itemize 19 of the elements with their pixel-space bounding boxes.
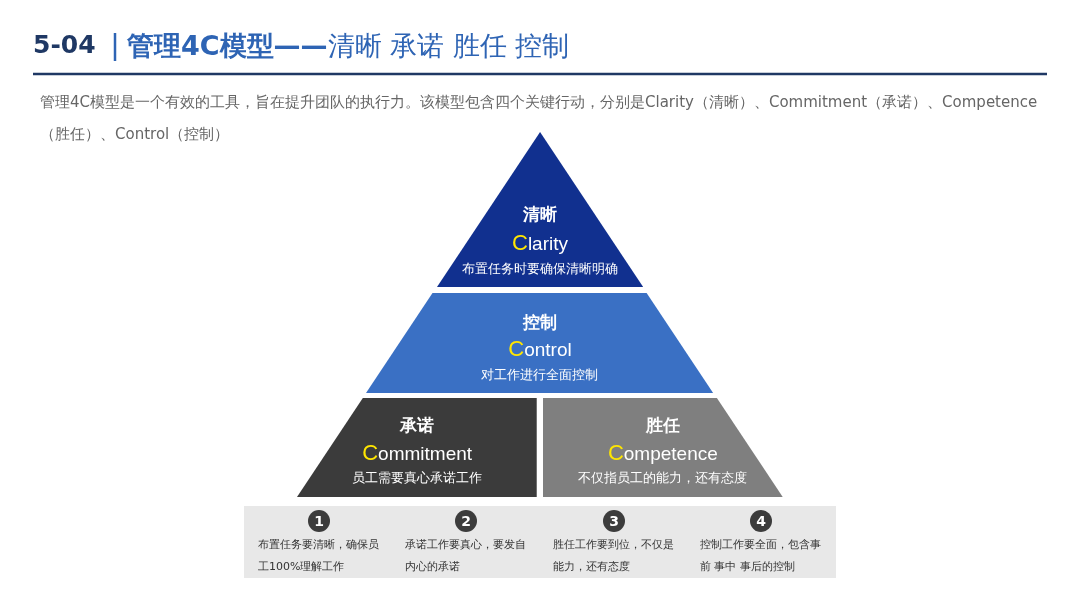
step-description: 控制工作要全面，包含事前 事中 事后的控制 [700,537,822,575]
segment-keyword: Competence [606,440,719,466]
segment-keyword: Commitment [361,440,474,466]
segment-description: 不仅指员工的能力，还有态度 [577,470,749,487]
segment-description: 员工需要真心承诺工作 [351,470,484,487]
segment-heading: 清晰 [522,203,558,226]
step-description: 承诺工作要真心，要发自内心的承诺 [405,537,527,575]
segment-description: 对工作进行全面控制 [480,367,600,384]
segment-heading: 胜任 [644,414,681,437]
segment-keyword: Control [507,336,573,362]
intro-paragraph: 管理4C模型是一个有效的工具，旨在提升团队的执行力。该模型包含四个关键行动，分别是Clarity（清晰）、Commitment（承诺）、Competence（胜任）、Control（控制） [40,92,1039,145]
step-description: 布置任务要清晰，确保员工100%理解工作 [258,537,380,575]
section-number: 5-04 [33,30,96,59]
segment-heading: 控制 [521,311,558,334]
step-description: 胜任工作要到位，不仅是能力，还有态度 [553,537,675,575]
segment-heading: 承诺 [399,414,436,437]
segment-description: 布置任务时要确保清晰明确 [461,261,619,278]
slide-title: 管理4C模型——清晰 承诺 胜任 控制 [127,29,570,63]
segment-keyword: Clarity [511,230,569,256]
